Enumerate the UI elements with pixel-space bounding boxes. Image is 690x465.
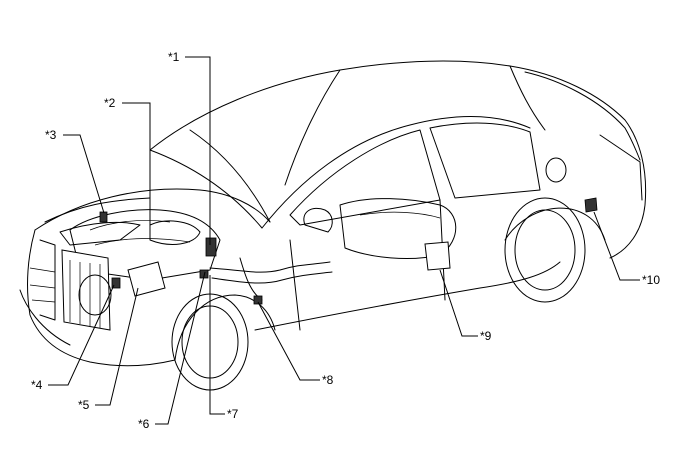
rear-wheel xyxy=(504,197,586,303)
leader-4 xyxy=(48,284,115,386)
leader-5 xyxy=(95,287,139,406)
callout-label-4: *4 xyxy=(31,378,43,392)
callout-label-8: *8 xyxy=(322,373,334,387)
callout-label-10: *10 xyxy=(642,273,660,287)
callout-label-1: *1 xyxy=(168,50,180,64)
callout-labels: *1 *2 *3 *4 *5 *6 *7 *8 *9 *10 xyxy=(31,50,660,431)
leader-1 xyxy=(185,56,211,245)
callout-label-2: *2 xyxy=(104,96,116,110)
leader-10 xyxy=(593,211,640,281)
engine-bay xyxy=(61,209,221,331)
callout-label-6: *6 xyxy=(138,417,150,431)
leader-2 xyxy=(122,102,151,225)
fuel-tank xyxy=(339,197,598,271)
callout-label-3: *3 xyxy=(45,128,57,142)
leader-3 xyxy=(63,134,105,214)
callout-label-5: *5 xyxy=(78,398,90,412)
leader-8 xyxy=(257,301,320,381)
leader-9 xyxy=(439,269,478,337)
callout-label-9: *9 xyxy=(480,329,492,343)
callout-leaders xyxy=(48,56,640,425)
exhaust-system xyxy=(199,237,333,305)
leader-6 xyxy=(155,271,206,425)
leader-7 xyxy=(209,275,225,415)
callout-label-7: *7 xyxy=(227,407,239,421)
